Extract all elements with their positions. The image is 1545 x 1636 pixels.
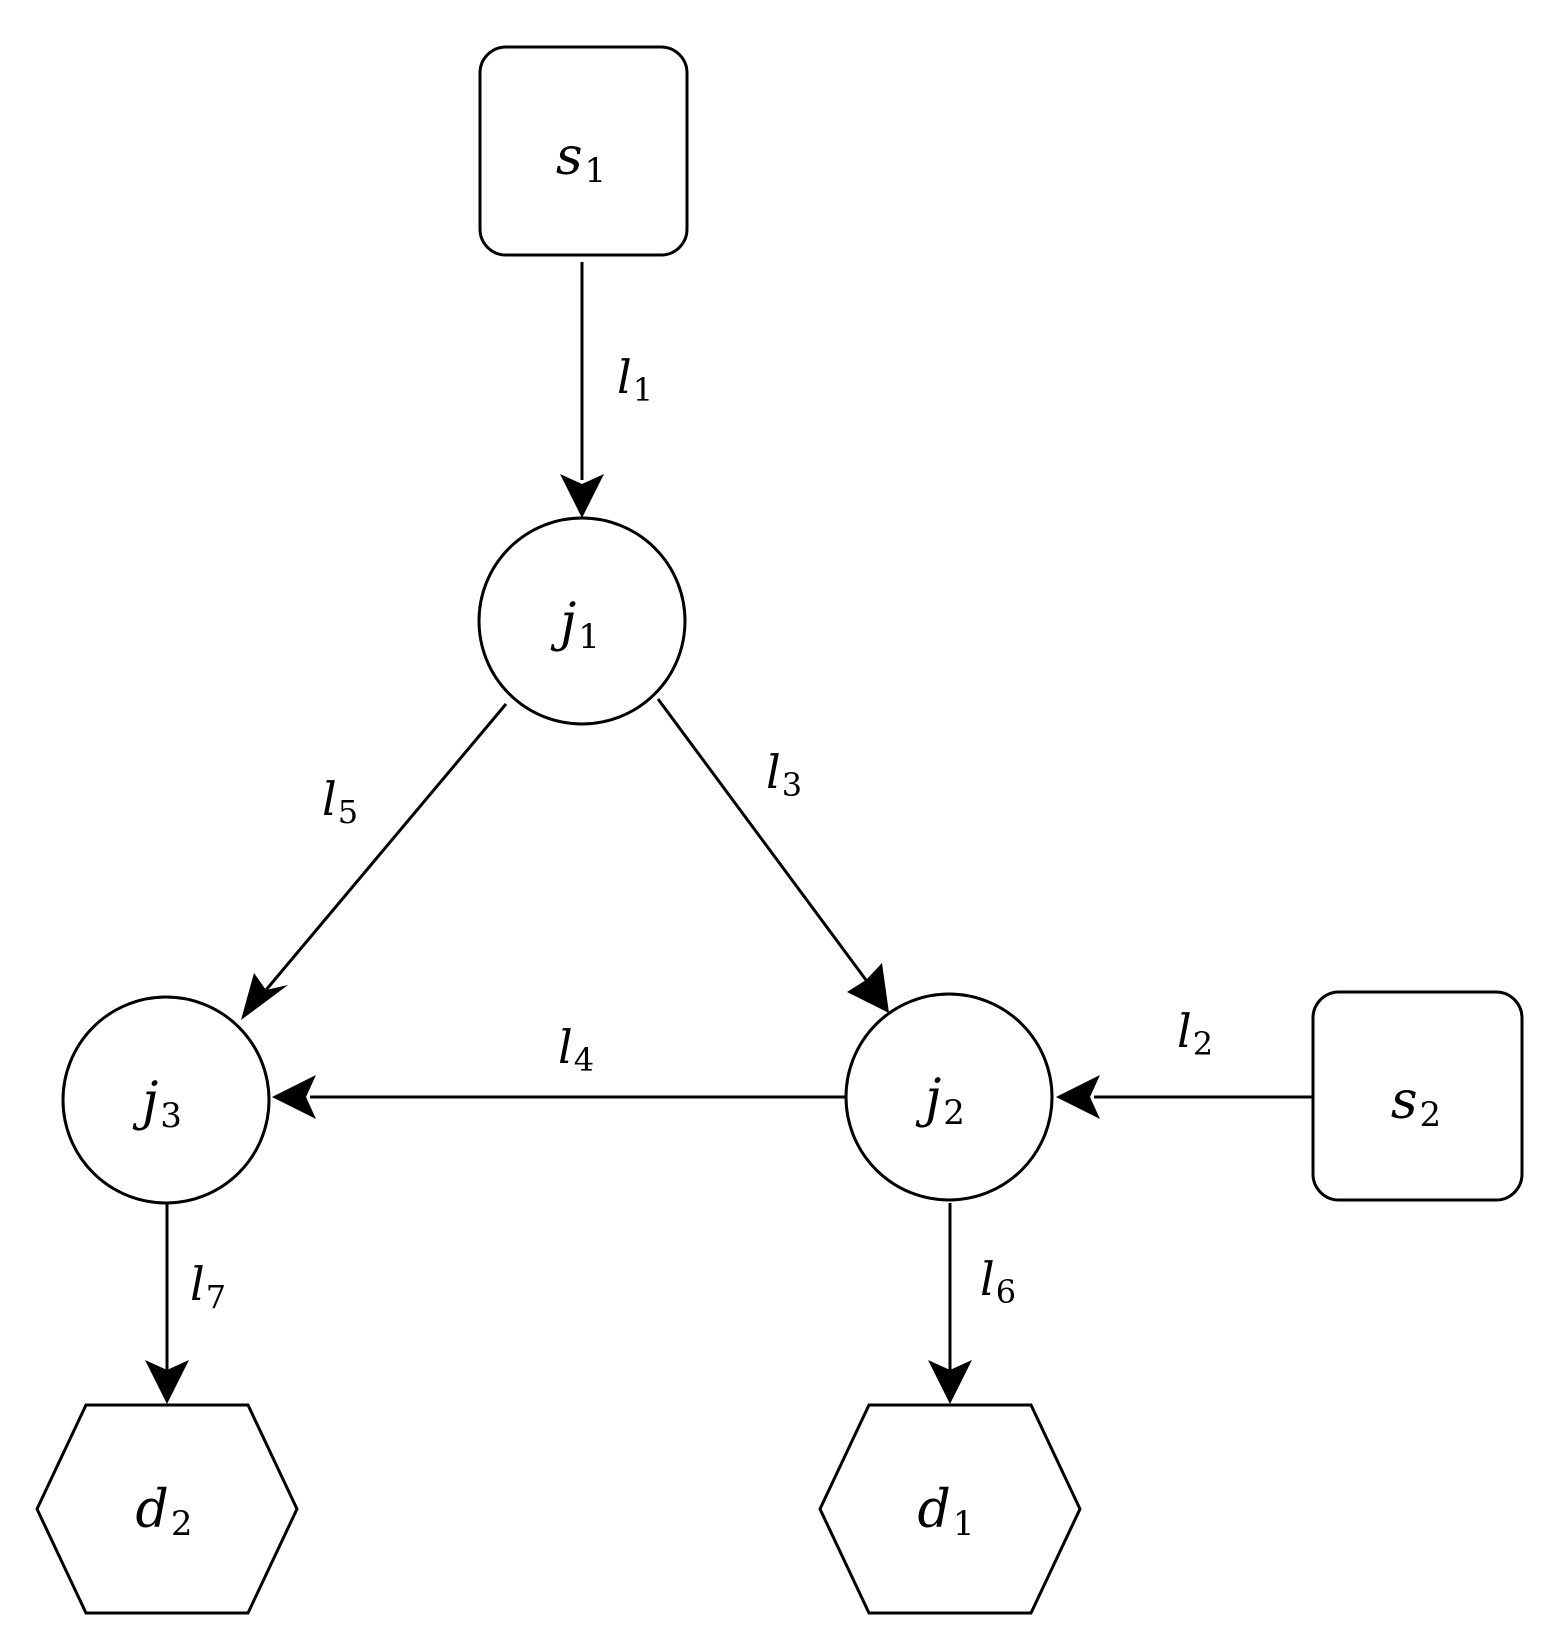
edge-l3-label: l3 — [766, 745, 802, 804]
edge-l1 — [560, 262, 604, 518]
edge-l1-label: l1 — [617, 350, 653, 409]
node-d1-label: d1 — [918, 1480, 975, 1544]
node-s1-label: s1 — [556, 127, 606, 191]
edge-l2 — [1056, 1075, 1312, 1119]
node-d2: d2 — [35, 1403, 299, 1615]
node-d1: d1 — [818, 1403, 1082, 1615]
node-d2-label: d2 — [136, 1480, 193, 1544]
node-s2-label: s2 — [1391, 1071, 1441, 1135]
edge-l5 — [241, 703, 508, 1020]
node-s1: s1 — [478, 45, 689, 257]
node-j1: j1 — [477, 516, 687, 726]
edge-l6-label: l6 — [980, 1252, 1016, 1311]
edge-l5-label: l5 — [322, 772, 358, 831]
edge-l7-label: l7 — [190, 1257, 226, 1316]
edge-l3 — [656, 698, 889, 1013]
edge-l2-label: l2 — [1177, 1004, 1213, 1063]
edge-l6 — [928, 1203, 972, 1404]
edge-l7 — [145, 1203, 189, 1404]
node-j2: j2 — [844, 992, 1054, 1202]
node-s2: s2 — [1311, 990, 1524, 1202]
edge-l4-label: l4 — [558, 1020, 594, 1079]
node-j3: j3 — [61, 995, 271, 1205]
edge-l4 — [272, 1075, 845, 1119]
